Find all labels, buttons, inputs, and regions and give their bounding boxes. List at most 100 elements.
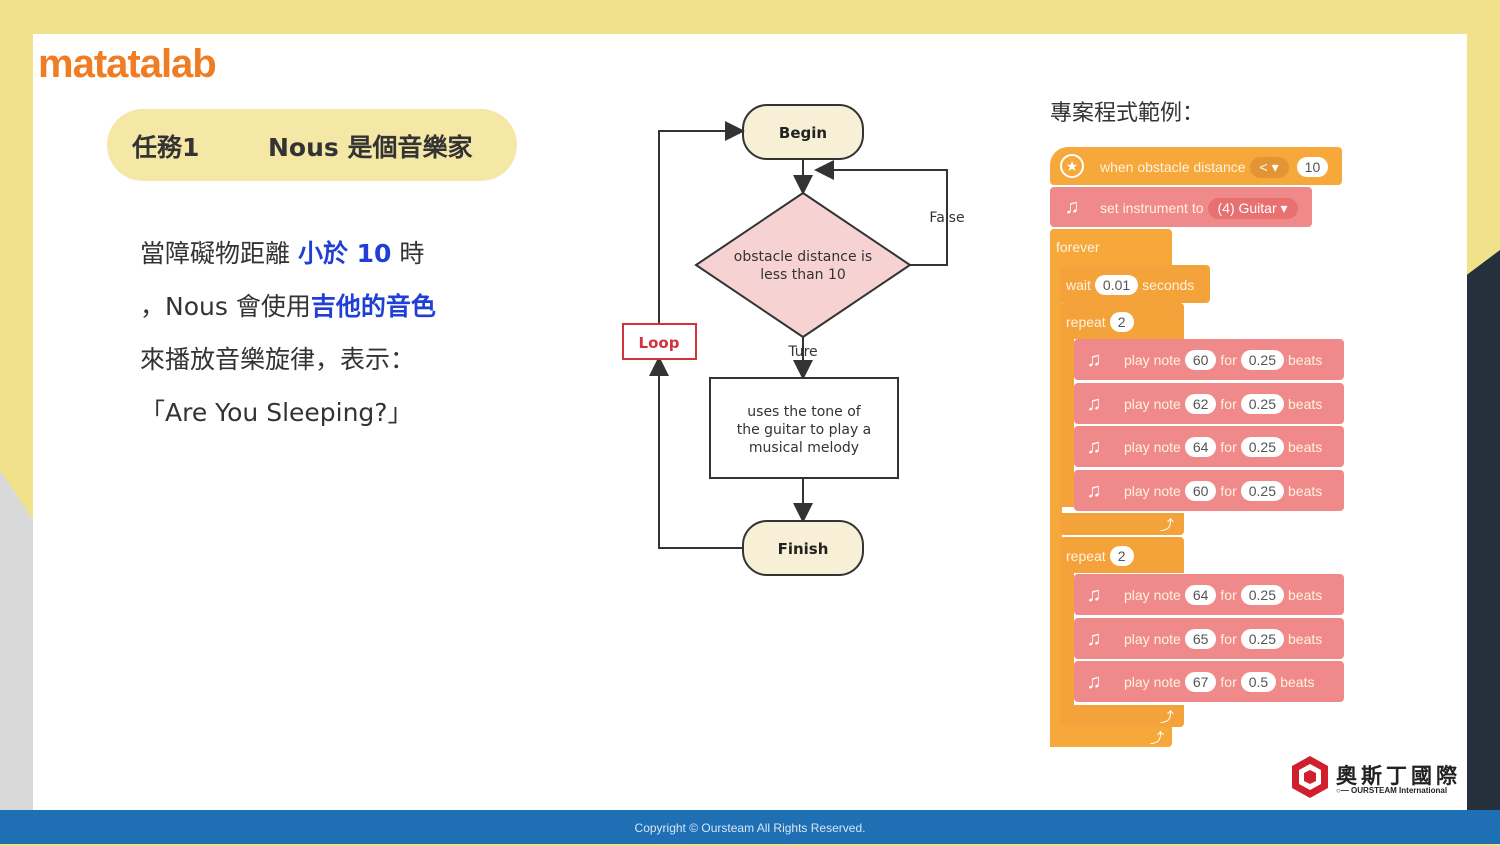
svg-text:Finish: Finish [778,540,829,558]
svg-text:Loop: Loop [639,334,680,352]
instrument-label: set instrument to [1100,200,1204,216]
star-icon: ★ [1060,154,1084,178]
beats-label: beats [1288,482,1323,499]
svg-text:uses the tone of: uses the tone of [747,404,862,420]
beats-input[interactable]: 0.25 [1240,628,1284,649]
svg-text:the guitar to play a: the guitar to play a [737,422,872,438]
forever-block[interactable]: forever [1050,229,1172,265]
cube-logo-icon [1292,756,1328,798]
play-note-label: play note [1124,439,1181,455]
partner-name: 奧斯丁國際 [1336,764,1461,788]
loop-arrow-icon: ⤴ [1150,730,1164,746]
beats-label: beats [1288,352,1323,368]
distance-input[interactable]: 10 [1296,157,1329,177]
instrument-dropdown[interactable]: (4) Guitar ▾ [1207,198,1298,219]
for-label: for [1220,482,1237,499]
play-note-label: play note [1124,482,1181,499]
for-label: for [1220,674,1237,690]
play-note-label: play note [1124,587,1181,603]
note-input[interactable]: 67 [1184,672,1217,692]
repeat2-input[interactable]: 2 [1109,546,1134,566]
flow-begin: Begin [742,104,864,160]
wait-label: wait [1066,277,1091,293]
desc-text: 時 [391,239,425,268]
task-banner [107,109,517,181]
set-instrument-block[interactable]: ♫ set instrument to(4) Guitar ▾ [1050,187,1312,227]
beats-input[interactable]: 0.25 [1240,350,1284,370]
desc-line-3: 來播放音樂旋律，表示： [140,345,416,374]
beats-input[interactable]: 0.25 [1240,393,1284,414]
beats-input[interactable]: 0.25 [1240,585,1284,605]
note-input[interactable]: 60 [1184,350,1217,370]
loop-arrow-icon: ⤴ [1160,517,1174,533]
flow-loop-box: Loop [622,323,697,360]
instrument-row: set instrument to(4) Guitar ▾ [1100,198,1302,219]
wait-unit: seconds [1142,277,1195,293]
note-input[interactable]: 65 [1184,628,1217,649]
operator-value: < [1259,159,1268,175]
repeat1-input[interactable]: 2 [1109,312,1134,332]
footer-copyright: Copyright © Oursteam All Rights Reserved… [0,810,1500,844]
note-input[interactable]: 62 [1184,393,1217,414]
for-label: for [1220,439,1237,455]
loop-arrow-icon: ⤴ [1160,709,1174,725]
music-note-icon: ♫ [1086,349,1102,371]
code-example-title: 專案程式範例： [1050,101,1205,126]
for-label: for [1220,395,1237,412]
arrow-loop-up [649,356,743,549]
note-input[interactable]: 64 [1184,585,1217,605]
music-note-icon: ♫ [1086,392,1102,415]
beats-label: beats [1288,439,1323,455]
wait-input[interactable]: 0.01 [1094,275,1139,295]
arrow-false-loop [814,160,948,266]
desc-line-1: 當障礙物距離 小於 10 時 [140,234,424,270]
partner-logo: 奧斯丁國際 ○— OURSTEAM International [1288,754,1464,804]
hat-block[interactable]: ★ when obstacle distance< ▾10 [1050,147,1342,185]
flow-finish: Finish [742,520,864,576]
code-blocks: ★ when obstacle distance< ▾10 ♫ set inst… [1048,135,1348,750]
task-number: 任務1 [132,133,200,162]
repeat2-label: repeat [1066,548,1106,564]
matatalab-logo: matatalab [38,42,217,86]
svg-text:obstacle distance is: obstacle distance is [734,249,872,265]
repeat2-arm [1060,573,1074,707]
forever-arm [1050,263,1062,747]
arrow-loop-begin [658,121,745,324]
desc-line-2: ，Nous 會使用吉他的音色 [140,287,436,323]
repeat2-foot: ⤴ [1060,705,1184,727]
beats-label: beats [1288,395,1323,412]
play-note-label: play note [1124,630,1181,647]
desc-highlight: 小於 10 [297,239,392,268]
operator-dropdown[interactable]: < ▾ [1249,157,1289,178]
note-input[interactable]: 64 [1184,437,1217,457]
note-input[interactable]: 60 [1184,480,1217,501]
repeat1-label: repeat [1066,314,1106,330]
music-note-icon: ♫ [1086,584,1102,606]
beats-input[interactable]: 0.5 [1240,672,1277,692]
beats-input[interactable]: 0.25 [1240,437,1284,457]
play-note-label: play note [1124,352,1181,368]
beats-input[interactable]: 0.25 [1240,480,1284,501]
for-label: for [1220,630,1237,647]
svg-text:Begin: Begin [779,124,827,142]
play-note-label: play note [1124,674,1181,690]
